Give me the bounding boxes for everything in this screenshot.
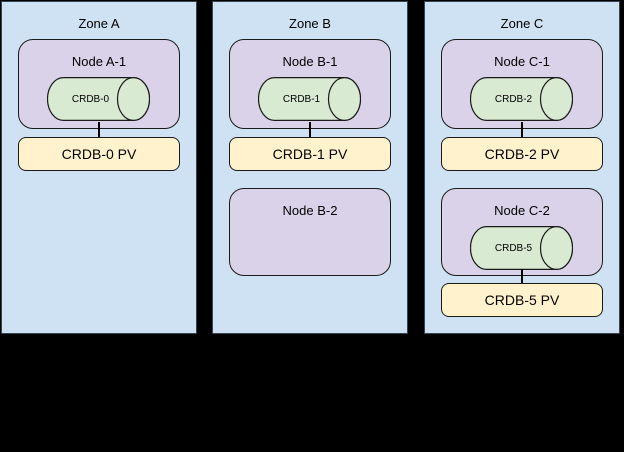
connector-line <box>521 269 523 283</box>
crdb-2-cylinder-label: CRDB-2 <box>494 93 533 105</box>
connector-line <box>98 122 100 137</box>
crdb-5-pv-box: CRDB-5 PV <box>441 283 603 317</box>
node-a-1-label: Node A-1 <box>71 54 127 69</box>
crdb-5-cylinder-icon: CRDB-5 <box>470 226 573 270</box>
zone-c: Zone C Node C-1 CRDB-2 CRDB-2 PV Node C-… <box>424 1 620 334</box>
node-b-1: Node B-1 CRDB-1 <box>229 39 391 129</box>
zone-c-label: Zone C <box>500 16 544 31</box>
node-c-1: Node C-1 CRDB-2 <box>441 39 603 129</box>
crdb-5-pv-label: CRDB-5 PV <box>484 292 560 308</box>
crdb-0-cylinder-icon: CRDB-0 <box>47 77 150 121</box>
zone-a: Zone A Node A-1 CRDB-0 CRDB-0 PV <box>1 1 197 334</box>
crdb-2-cylinder-icon: CRDB-2 <box>470 77 573 121</box>
crdb-2-pv-label: CRDB-2 PV <box>484 146 560 162</box>
node-a-1: Node A-1 CRDB-0 <box>18 39 180 129</box>
zone-b-label: Zone B <box>289 16 331 31</box>
node-b-2: Node B-2 <box>229 188 391 276</box>
node-c-1-label: Node C-1 <box>494 54 550 69</box>
crdb-0-pv-box: CRDB-0 PV <box>18 137 180 171</box>
connector-line <box>309 122 311 137</box>
node-b-2-label: Node B-2 <box>282 203 338 218</box>
crdb-2-pv-box: CRDB-2 PV <box>441 137 603 171</box>
crdb-1-pv-label: CRDB-1 PV <box>272 146 348 162</box>
node-c-2: Node C-2 CRDB-5 <box>441 188 603 276</box>
node-b-1-label: Node B-1 <box>282 54 338 69</box>
zone-b: Zone B Node B-1 CRDB-1 CRDB-1 PV Node B-… <box>212 1 408 334</box>
node-c-2-label: Node C-2 <box>494 203 550 218</box>
crdb-1-cylinder-icon: CRDB-1 <box>258 77 361 121</box>
crdb-0-pv-label: CRDB-0 PV <box>61 146 137 162</box>
crdb-1-cylinder-label: CRDB-1 <box>282 93 321 105</box>
crdb-5-cylinder-label: CRDB-5 <box>494 242 533 254</box>
crdb-1-pv-box: CRDB-1 PV <box>229 137 391 171</box>
crdb-0-cylinder-label: CRDB-0 <box>71 93 110 105</box>
zone-a-label: Zone A <box>78 16 120 31</box>
connector-line <box>521 122 523 137</box>
